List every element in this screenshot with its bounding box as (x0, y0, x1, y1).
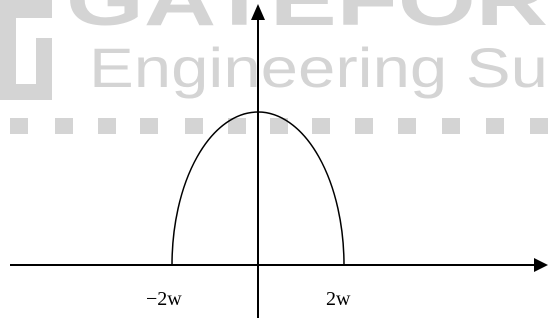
watermark-logo-icon (0, 0, 52, 100)
watermark-dash (98, 118, 116, 134)
watermark-dash (270, 118, 288, 134)
watermark-dash (140, 118, 158, 134)
watermark-dash (530, 118, 548, 134)
watermark: GATEFOR Engineering Su (0, 0, 548, 134)
x-tick-label-left: −2w (146, 288, 182, 310)
watermark-dash (442, 118, 460, 134)
watermark-dash (398, 118, 416, 134)
watermark-dash (228, 118, 246, 134)
watermark-dash (355, 118, 373, 134)
watermark-dash-row (10, 118, 548, 134)
watermark-tagline-text: Engineering Su (89, 36, 548, 99)
watermark-dash (55, 118, 73, 134)
watermark-brand-text: GATEFOR (66, 0, 548, 41)
watermark-dash (486, 118, 504, 134)
watermark-dash (10, 118, 28, 134)
watermark-dash (185, 118, 203, 134)
x-tick-label-right: 2w (326, 288, 351, 310)
y-axis-arrow-icon (251, 4, 265, 20)
watermark-dash (312, 118, 330, 134)
x-axis-arrow-icon (534, 258, 548, 272)
